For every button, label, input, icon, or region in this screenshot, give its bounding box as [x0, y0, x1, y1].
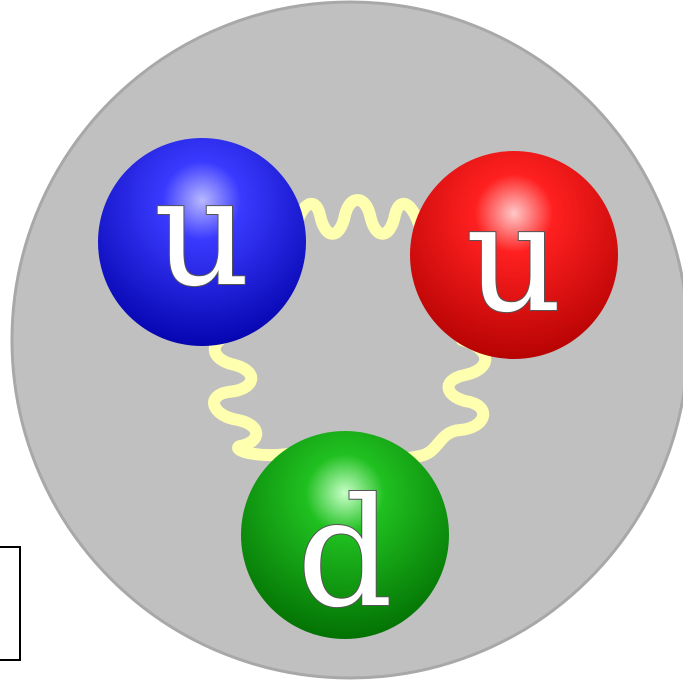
quark-down-green-sphere [241, 431, 449, 639]
quark-up-red: u [410, 151, 618, 359]
gluon-top [284, 194, 431, 251]
quark-up-blue: u [98, 138, 306, 346]
quark-down-green: d [241, 431, 449, 642]
quark-up-red-sphere [410, 151, 618, 359]
quark-down-green-label: d [297, 467, 393, 641]
gluon-right [386, 334, 492, 465]
quark-up-red-label: u [466, 172, 563, 346]
quark-up-blue-sphere [98, 138, 306, 346]
quark-up-blue-label: u [154, 146, 251, 320]
gluon-left [208, 326, 306, 461]
left-edge-frame [0, 546, 21, 661]
